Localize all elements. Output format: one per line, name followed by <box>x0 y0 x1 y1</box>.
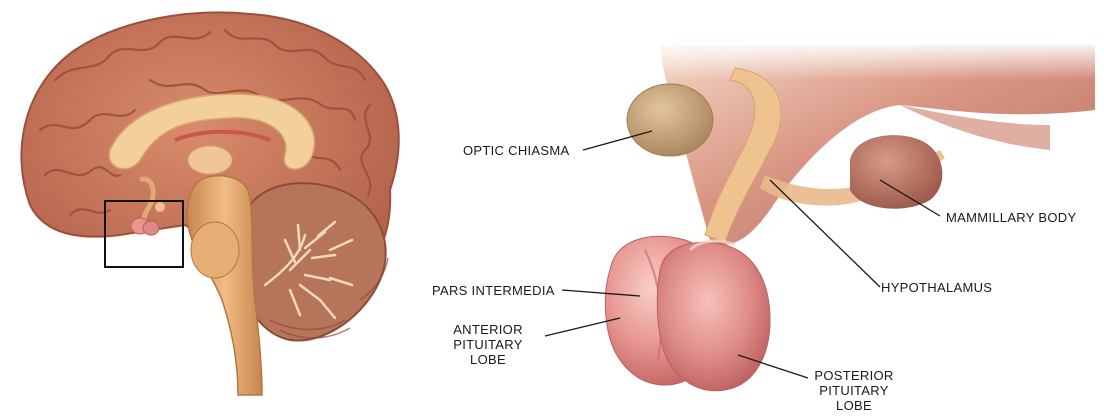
small-chiasma <box>155 202 165 212</box>
label-line: PITUITARY <box>446 337 530 352</box>
optic-chiasma-shape <box>627 84 713 156</box>
label-line: LOBE <box>812 398 896 413</box>
label-pars-intermedia: PARS INTERMEDIA <box>432 283 555 298</box>
label-optic-chiasma: OPTIC CHIASMA <box>463 143 569 158</box>
label-line: POSTERIOR <box>812 368 896 383</box>
mammillary-body-shape <box>850 135 942 209</box>
posterior-pituitary-shape <box>657 242 770 390</box>
label-anterior-pituitary-lobe: ANTERIOR PITUITARY LOBE <box>446 322 530 367</box>
small-pituitary-posterior <box>143 221 159 235</box>
label-hypothalamus: HYPOTHALAMUS <box>881 280 992 295</box>
label-mammillary-body: MAMMILLARY BODY <box>946 210 1076 225</box>
label-posterior-pituitary-lobe: POSTERIOR PITUITARY LOBE <box>812 368 896 413</box>
label-line: LOBE <box>446 352 530 367</box>
pons <box>191 222 239 278</box>
brainstem <box>187 176 262 395</box>
brain-sagittal-view <box>21 13 398 396</box>
cerebellum <box>240 183 386 340</box>
thalamus <box>188 146 232 174</box>
label-line: PITUITARY <box>812 383 896 398</box>
label-line: ANTERIOR <box>446 322 530 337</box>
